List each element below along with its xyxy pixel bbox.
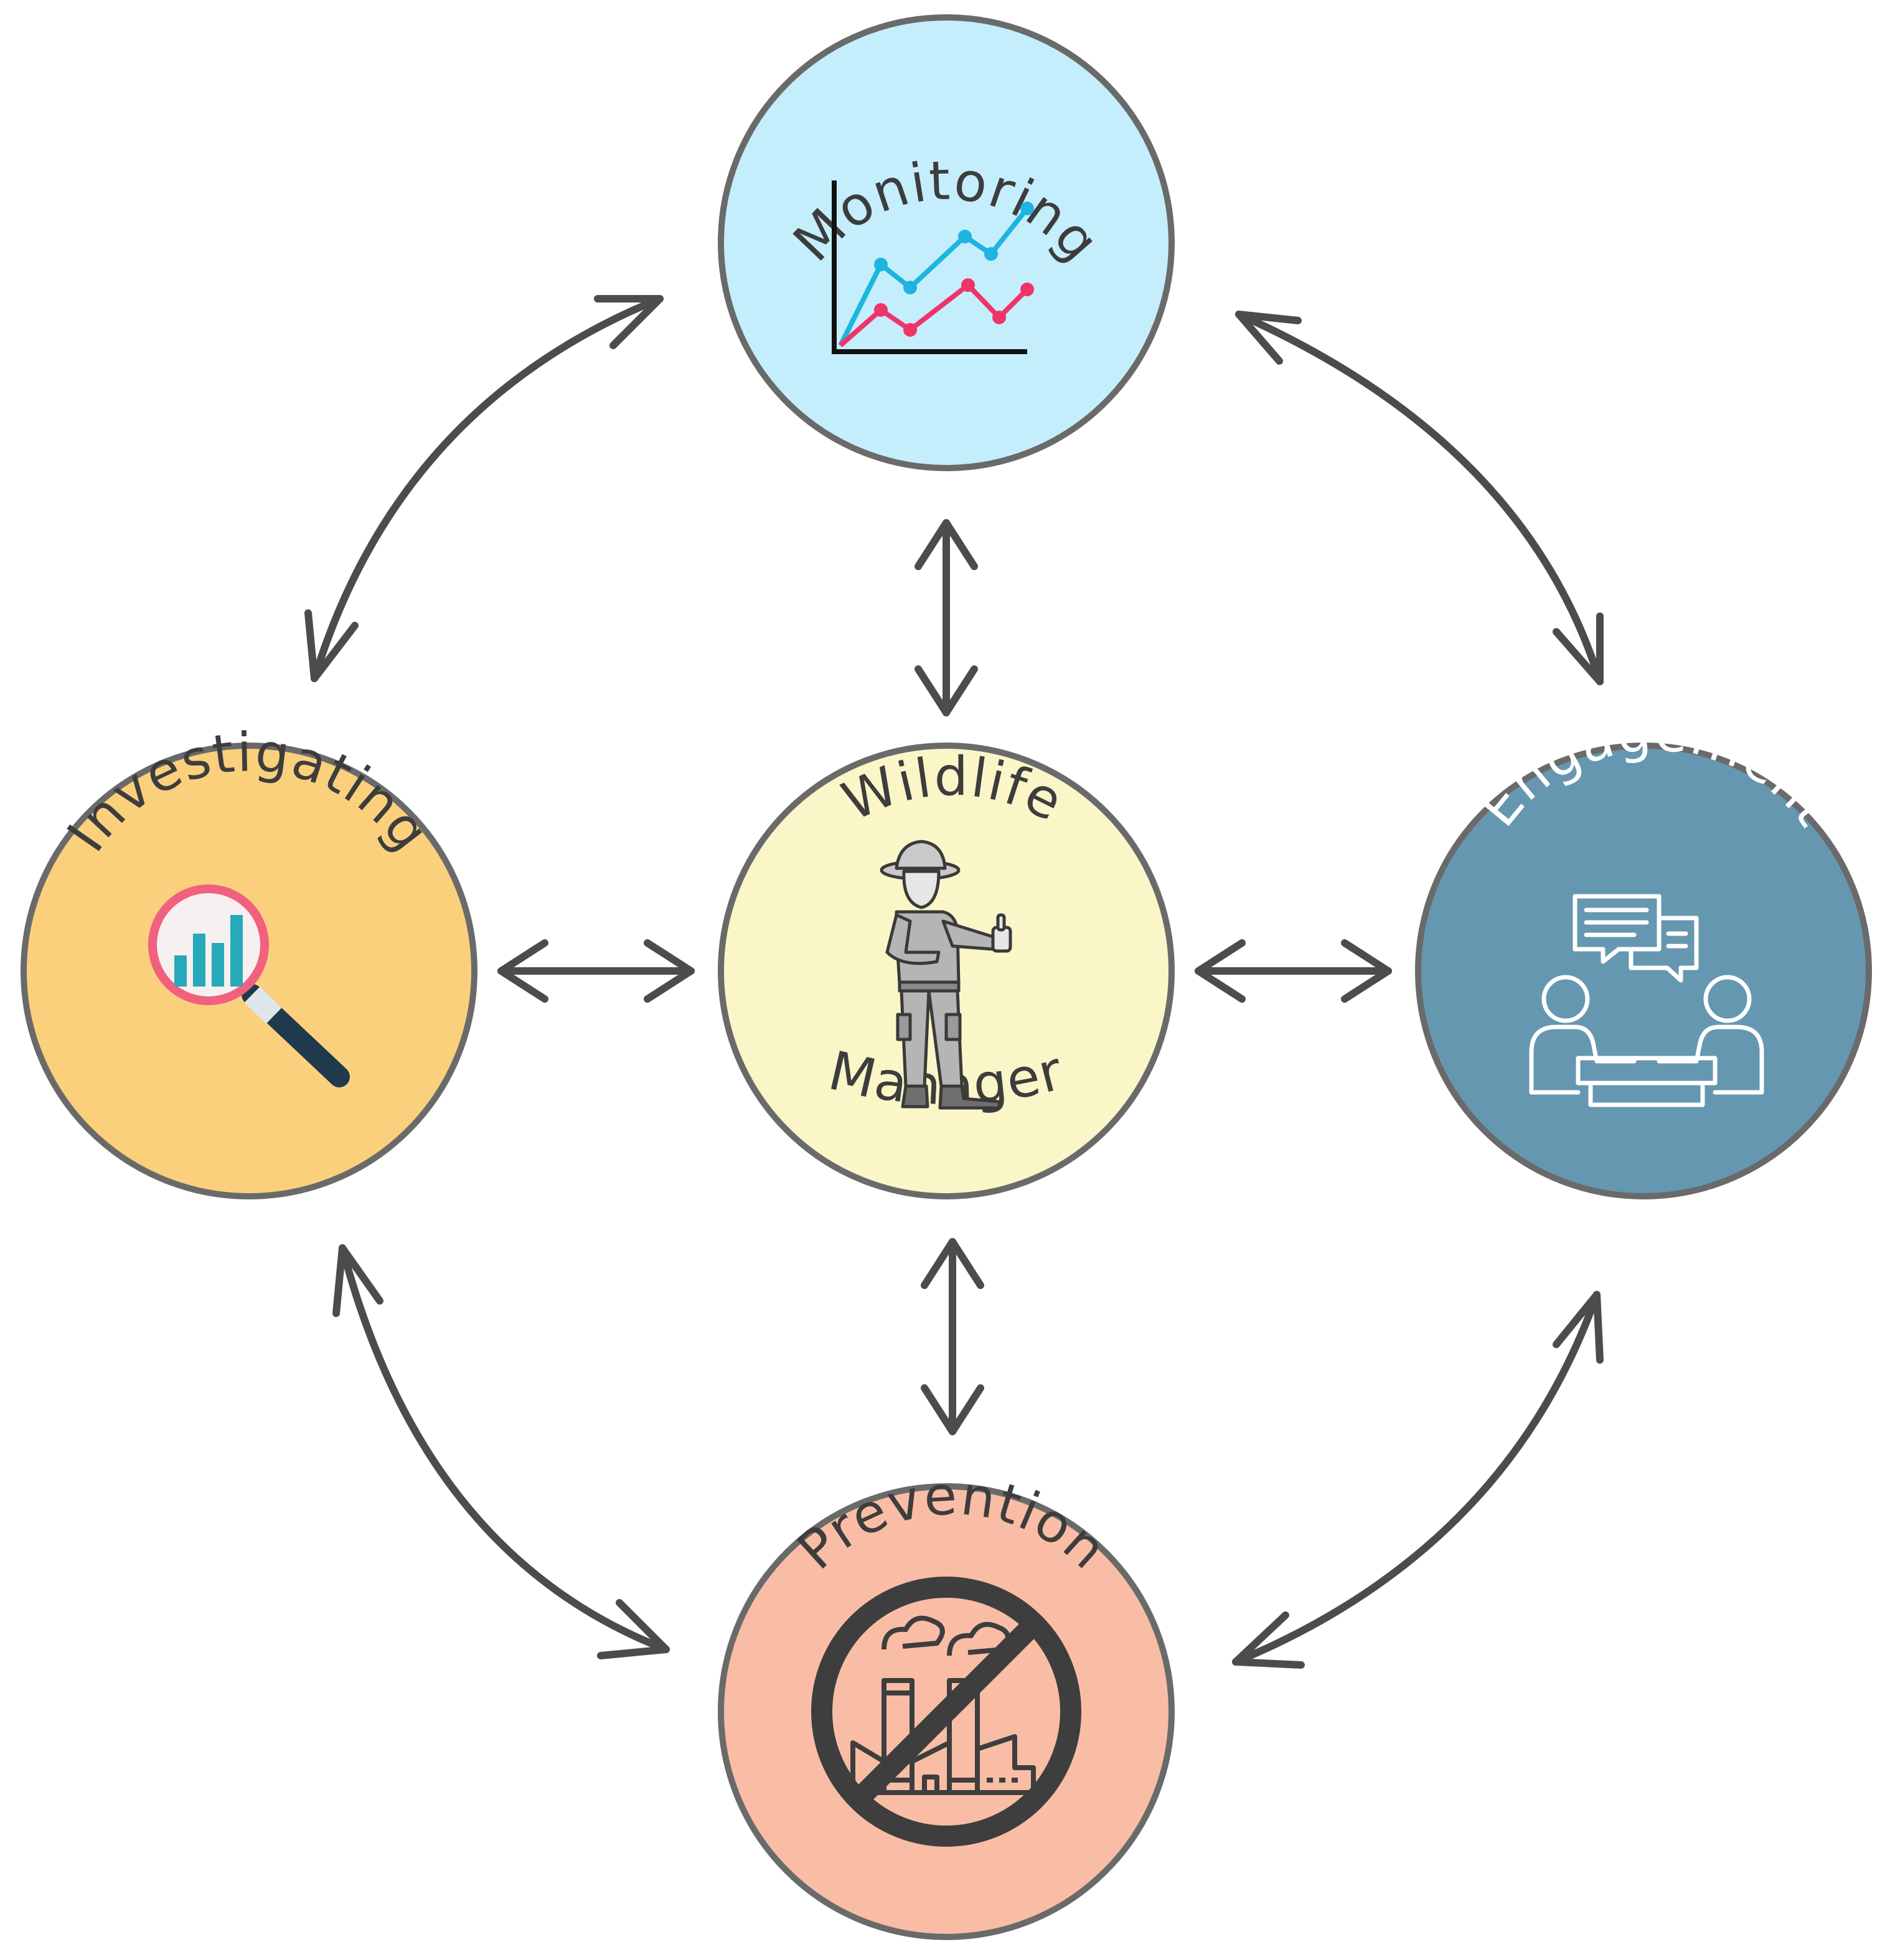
meeting-icon — [1529, 894, 1764, 1107]
arrow-wildlife-engagement — [1195, 939, 1392, 1003]
node-monitoring-circle — [718, 14, 1175, 471]
arrow-monitoring-investigating — [304, 295, 664, 682]
node-prevention: Prevention — [718, 1465, 1175, 1940]
magnifier-bar-chart-icon — [148, 884, 350, 1087]
arrow-monitoring-wildlife — [914, 519, 978, 716]
arrow-investigating-wildlife — [497, 939, 695, 1003]
arrow-wildlife-prevention — [921, 1238, 984, 1435]
node-investigating: Investigating — [21, 721, 477, 1199]
arrow-investigating-prevention — [332, 1244, 670, 1659]
no-factory-icon — [811, 1577, 1081, 1847]
line-chart-icon — [832, 181, 1034, 354]
node-engagement: Engagement — [1415, 701, 1872, 1199]
node-wildlife-manager: Wildlife Manager — [718, 743, 1175, 1199]
arrow-engagement-prevention — [1232, 1291, 1604, 1669]
ranger-icon — [880, 840, 1012, 1110]
node-monitoring: Monitoring — [718, 14, 1175, 471]
arrow-monitoring-engagement — [1235, 311, 1604, 685]
arrows — [304, 295, 1604, 1669]
